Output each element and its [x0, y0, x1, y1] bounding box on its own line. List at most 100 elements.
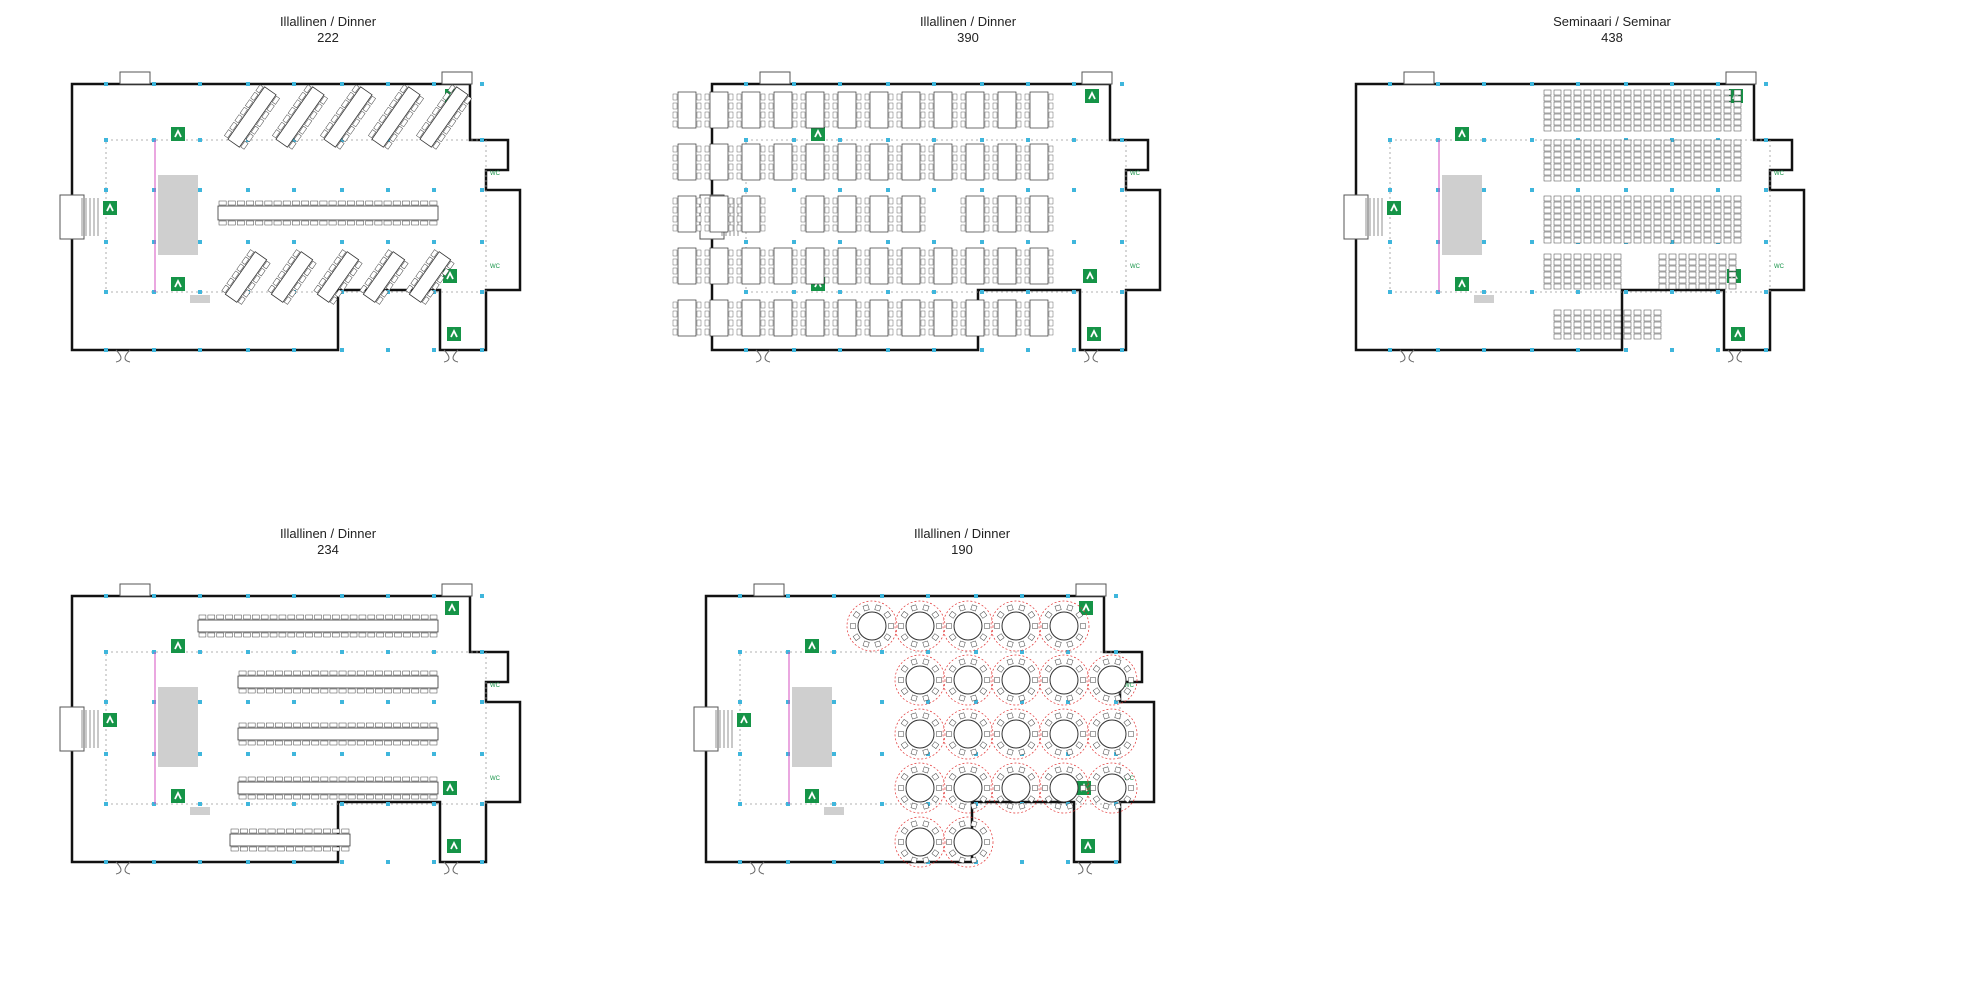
table-clearance-zone — [942, 708, 994, 760]
table-clearance-zone — [942, 600, 994, 652]
seminar-chair — [1613, 225, 1622, 232]
column-marker — [198, 290, 202, 294]
seminar-chair — [1563, 195, 1572, 202]
table-clearance-zone — [894, 762, 946, 814]
banquet-table — [368, 84, 424, 150]
seminar-chair — [1573, 201, 1582, 208]
seminar-chair — [1698, 271, 1707, 278]
seminar-chair — [1683, 113, 1692, 120]
seminar-chair — [1603, 169, 1612, 176]
seminar-chair — [1633, 169, 1642, 176]
seminar-chair — [1613, 163, 1622, 170]
seminar-chair — [1673, 151, 1682, 158]
seminar-chair — [1593, 195, 1602, 202]
podium — [190, 807, 210, 815]
banquet-table — [416, 84, 472, 150]
seminar-chair — [1733, 207, 1742, 214]
column-marker — [432, 348, 436, 352]
column-marker — [932, 138, 936, 142]
seminar-chair — [1663, 107, 1672, 114]
seminar-chair — [1583, 327, 1592, 334]
wc-label: WC — [490, 264, 501, 270]
dining-table-cluster — [896, 247, 926, 285]
seminar-chair — [1583, 101, 1592, 108]
seminar-chair — [1633, 113, 1642, 120]
dining-table-cluster — [896, 195, 926, 233]
round-table — [1049, 611, 1079, 641]
window — [1081, 71, 1113, 85]
table-clearance-zone — [942, 762, 994, 814]
seminar-chair — [1593, 225, 1602, 232]
seminar-chair — [1663, 231, 1672, 238]
dining-table-cluster — [704, 247, 734, 285]
plan-event-name: Illallinen / Dinner — [279, 526, 377, 541]
door — [1077, 861, 1093, 875]
seminar-chair — [1633, 309, 1642, 316]
seminar-chair — [1613, 125, 1622, 132]
seminar-chair — [1563, 327, 1572, 334]
seminar-chair — [1613, 237, 1622, 244]
column-marker — [838, 138, 842, 142]
column-marker — [198, 240, 202, 244]
seminar-chair — [1653, 175, 1662, 182]
seminar-chair — [1593, 327, 1602, 334]
column-marker — [246, 860, 250, 864]
column-marker — [1482, 348, 1486, 352]
seminar-chair — [1603, 145, 1612, 152]
column-marker — [1670, 188, 1674, 192]
seminar-chair — [1543, 157, 1552, 164]
emergency-exit-icon — [171, 127, 185, 141]
seminar-chair — [1593, 271, 1602, 278]
seminar-chair — [1703, 169, 1712, 176]
column-marker — [980, 240, 984, 244]
column-marker — [1716, 188, 1720, 192]
banquet-table — [197, 614, 439, 638]
seminar-chair — [1603, 327, 1612, 334]
seminar-chair — [1603, 101, 1612, 108]
column-marker — [292, 860, 296, 864]
seminar-chair — [1593, 201, 1602, 208]
column-marker — [786, 650, 790, 654]
column-marker — [292, 650, 296, 654]
seminar-chair — [1603, 201, 1612, 208]
round-table — [953, 827, 983, 857]
column-marker — [246, 240, 250, 244]
seminar-chair — [1603, 259, 1612, 266]
dining-table-cluster — [736, 299, 766, 337]
banquet-table — [359, 249, 409, 305]
seminar-chair — [1593, 265, 1602, 272]
table-clearance-zone — [1038, 762, 1090, 814]
column-marker — [1764, 188, 1768, 192]
column-marker — [1530, 138, 1534, 142]
seminar-chair — [1703, 207, 1712, 214]
seminar-chair — [1633, 315, 1642, 322]
dining-table-cluster — [736, 143, 766, 181]
seminar-chair — [1688, 283, 1697, 290]
column-marker — [246, 82, 250, 86]
seminar-chair — [1573, 107, 1582, 114]
seminar-chair — [1573, 139, 1582, 146]
seminar-chair — [1633, 119, 1642, 126]
seminar-chair — [1553, 237, 1562, 244]
seminar-chair — [1643, 89, 1652, 96]
seminar-chair — [1593, 259, 1602, 266]
emergency-exit-icon — [443, 781, 457, 795]
seminar-chair — [1633, 213, 1642, 220]
seminar-chair — [1623, 231, 1632, 238]
seminar-chair — [1693, 175, 1702, 182]
seminar-chair — [1543, 175, 1552, 182]
seminar-chair — [1563, 201, 1572, 208]
column-marker — [198, 82, 202, 86]
seminar-chair — [1603, 231, 1612, 238]
window — [753, 583, 785, 597]
column-marker — [198, 752, 202, 756]
seminar-chair — [1728, 283, 1737, 290]
column-marker — [480, 650, 484, 654]
seminar-chair — [1623, 201, 1632, 208]
seminar-chair — [1593, 101, 1602, 108]
seminar-chair — [1573, 321, 1582, 328]
seminar-chair — [1663, 101, 1672, 108]
column-marker — [104, 240, 108, 244]
column-marker — [340, 594, 344, 598]
